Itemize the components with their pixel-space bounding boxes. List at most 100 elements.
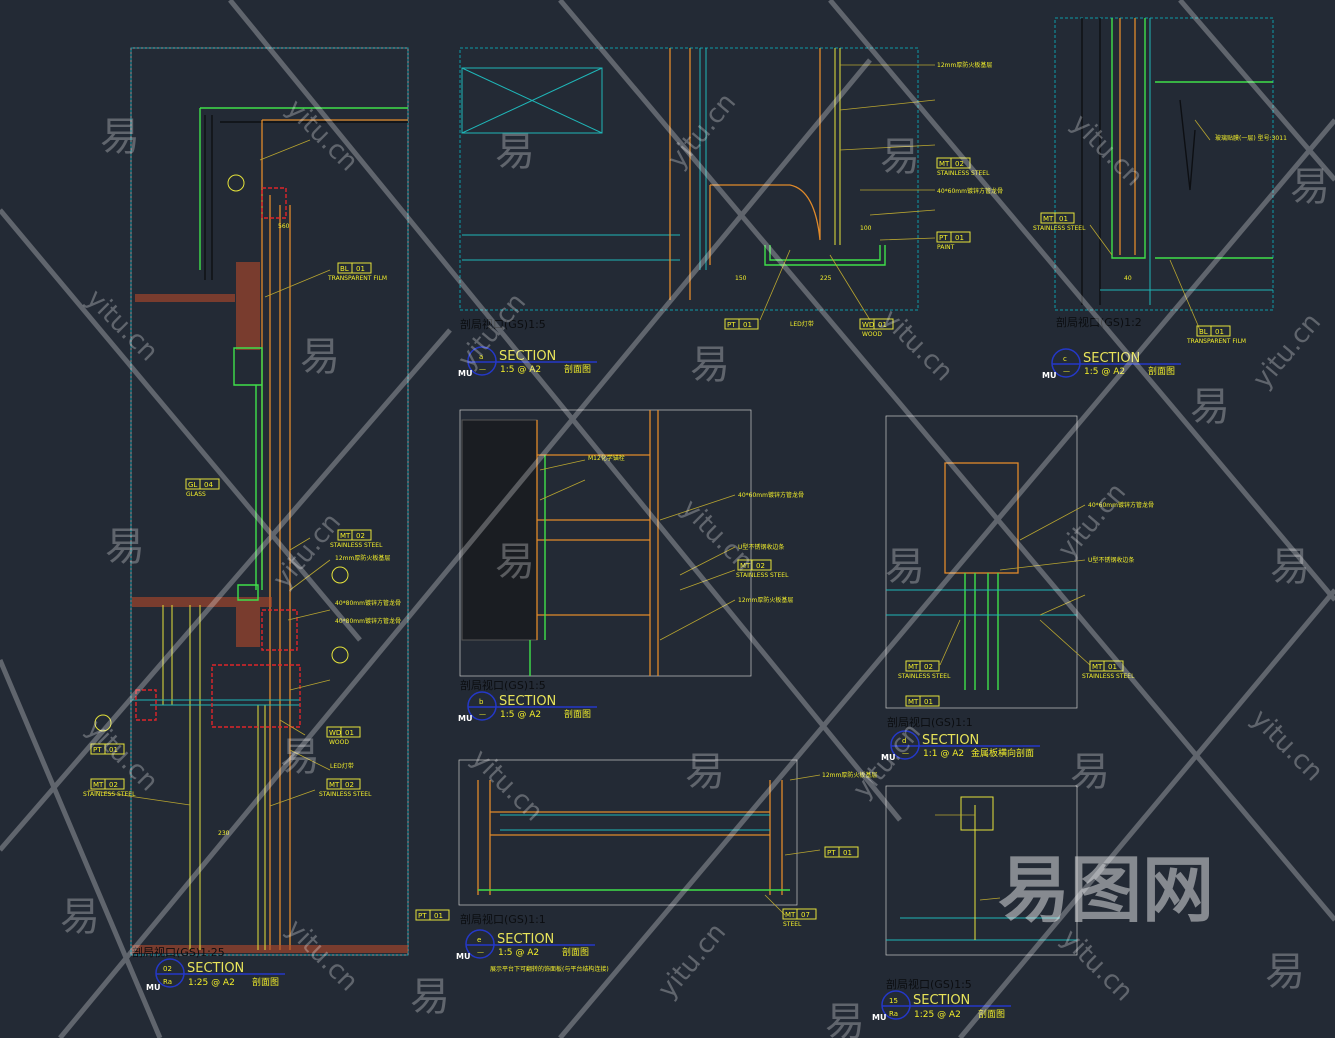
drawing-label: 剖局视口(GS)1:5 <box>460 678 546 692</box>
drawing-label: MT <box>740 562 751 570</box>
drawing-label: SECTION <box>913 993 970 1008</box>
drawing-label: — <box>479 365 486 373</box>
drawing-label: 02 <box>356 532 365 540</box>
drawing-label: yitu.cn <box>1065 109 1149 193</box>
drawing-label: MU <box>881 753 895 762</box>
panel-section-d: 40*60mm镀锌方管龙骨 U型不锈钢收边条 <box>885 415 1154 709</box>
drawing-label: 01 <box>1215 328 1224 336</box>
drawing-label: PT <box>93 746 102 754</box>
note-m12: M12化学锚栓 <box>588 454 625 462</box>
panel-section-a: 12mm厚防火板基层 40*60mm镀锌方管龙骨 150 225 100 LED… <box>459 47 1003 328</box>
drawing-label: 01 <box>356 265 365 273</box>
drawing-label: e <box>477 936 481 944</box>
drawing-label: 15 <box>889 997 898 1005</box>
drawing-label: 01 <box>955 234 964 242</box>
drawing-label: 剖局视口(GS)1:1 <box>460 912 546 926</box>
note-12mm: 12mm厚防火板基层 <box>335 554 390 562</box>
note-film: 玻璃贴膜(一层) 型号:3011 <box>1215 134 1287 142</box>
drawing-label: 02 <box>163 965 172 973</box>
section-title-d: 剖局视口(GS)1:1 d — SECTION 1:1 @ A2 金属板横向剖面… <box>881 715 1040 762</box>
drawing-label: MU <box>146 983 160 992</box>
drawing-label: 剖面图 <box>1148 365 1175 377</box>
drawing-label: 02 <box>756 562 765 570</box>
drawing-label: 07 <box>801 911 810 919</box>
brand-watermark: 易图网 <box>998 848 1214 932</box>
drawing-label: yitu.cn <box>847 718 927 805</box>
drawing-label: a <box>479 353 483 361</box>
drawing-label: 01 <box>345 729 354 737</box>
note-12mm: 12mm厚防火板基层 <box>738 596 793 604</box>
drawing-label: c <box>1063 355 1067 363</box>
drawing-label: MU <box>1042 371 1056 380</box>
note-4060: 40*60mm镀锌方管龙骨 <box>738 491 804 499</box>
dimension-label: 560 <box>278 223 290 230</box>
drawing-label: 01 <box>109 746 118 754</box>
drawing-label: TRANSPARENT FILM <box>327 275 387 282</box>
section-title-15: 剖局视口(GS)1:5 15 Ra SECTION 1:25 @ A2 剖面图 … <box>872 977 1011 1022</box>
drawing-label: 剖局视口(GS)1:5 <box>886 977 972 991</box>
drawing-label: 1:5 @ A2 <box>498 948 539 958</box>
note-4080: 40*80mm镀锌方管龙骨 <box>335 599 401 607</box>
drawing-label: 易 <box>1270 544 1310 590</box>
drawing-label: BL <box>1199 328 1208 336</box>
panel-section-e: 12mm厚防火板基层 <box>458 759 877 916</box>
drawing-label: MT <box>93 781 104 789</box>
drawing-label: PT <box>827 849 836 857</box>
drawing-label: STAINLESS STEEL <box>898 673 951 680</box>
drawing-label: 金属板横向剖面 <box>971 747 1034 759</box>
drawing-label: MU <box>872 1013 886 1022</box>
drawing-label: 易 <box>410 974 450 1020</box>
drawing-label: 剖面图 <box>564 708 591 720</box>
note-12mm: 12mm厚防火板基层 <box>822 771 877 779</box>
drawing-label: b <box>479 698 484 706</box>
note-led: LED灯带 <box>790 320 814 328</box>
drawing-label: BL <box>340 265 349 273</box>
drawing-label: Ra <box>889 1010 898 1018</box>
drawing-label: 易 <box>885 544 925 590</box>
drawing-label: PT <box>727 321 736 329</box>
section-title-a: 剖局视口(GS)1:5 a — SECTION 1:5 @ A2 剖面图 MU <box>458 317 597 378</box>
section-title-c: 剖局视口(GS)1:2 c — SECTION 1:5 @ A2 剖面图 MU <box>1042 315 1181 380</box>
note-ushape: U型不锈钢收边条 <box>1088 556 1134 564</box>
drawing-label: 易 <box>495 129 535 175</box>
drawing-label: yitu.cn <box>875 304 959 388</box>
drawing-label: — <box>902 749 909 757</box>
drawing-label: STAINLESS STEEL <box>319 791 372 798</box>
drawing-label: WD <box>862 321 874 329</box>
drawing-label: yitu.cn <box>1245 704 1329 788</box>
drawing-label: MT <box>329 781 340 789</box>
drawing-label: MT <box>908 663 919 671</box>
drawing-label: GL <box>188 481 197 489</box>
drawing-label: 04 <box>204 481 213 489</box>
drawing-label: PT <box>418 912 427 920</box>
drawing-label: STAINLESS STEEL <box>1033 225 1086 232</box>
drawing-label: yitu.cn <box>652 918 732 1005</box>
drawing-label: 1:5 @ A2 <box>1084 367 1125 377</box>
drawing-label: 剖局视口(GS)1:25 <box>132 945 225 959</box>
drawing-label: 易 <box>880 134 920 180</box>
panel-section-c: 玻璃贴膜(一层) 型号:3011 40 <box>1054 17 1287 331</box>
drawing-label: 易 <box>1290 164 1330 210</box>
drawing-label: yitu.cn <box>662 88 742 175</box>
drawing-label: 易 <box>100 114 140 160</box>
drawing-label: MT <box>939 160 950 168</box>
drawing-label: SECTION <box>1083 351 1140 366</box>
drawing-label: 01 <box>743 321 752 329</box>
drawing-label: MU <box>458 714 472 723</box>
material-tag: PT 01 <box>90 743 125 755</box>
drawing-label: MT <box>1043 215 1054 223</box>
note-4080-b: 40*80mm镀锌方管龙骨 <box>335 617 401 625</box>
panel-section-02: 560 230 12mm厚防火板基层 40*80mm镀锌方管龙骨 40*80mm… <box>87 47 409 956</box>
